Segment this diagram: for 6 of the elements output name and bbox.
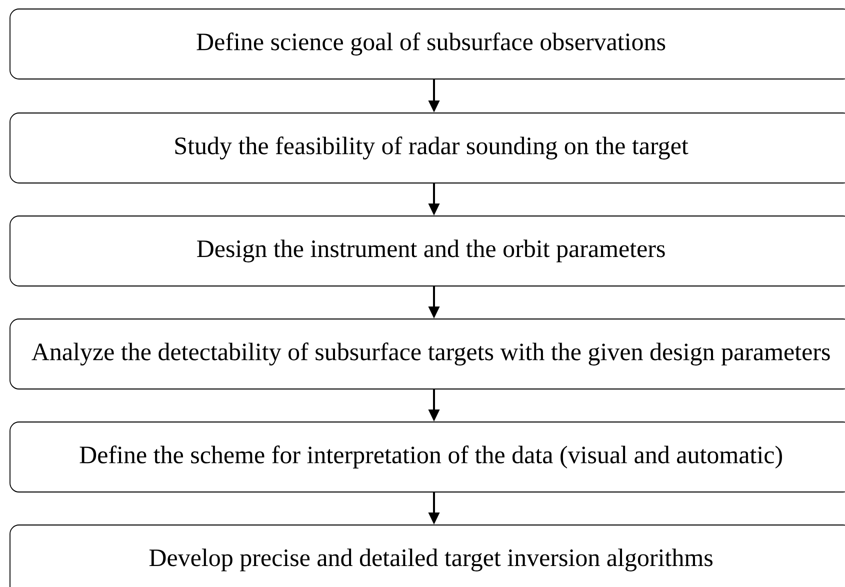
process-box: Define science goal of subsurface observations bbox=[10, 8, 845, 80]
process-box: Design the instrument and the orbit parameters bbox=[10, 216, 845, 286]
process-box: Analyze the detectability of subsurface targets with the given design parameters bbox=[10, 318, 845, 390]
process-box: Study the feasibility of radar sounding on the target bbox=[10, 112, 845, 184]
process-box: Define the scheme for interpretation of the data (visual and automatic) bbox=[10, 422, 845, 492]
process-box: Develop precise and detailed target inversion algorithms bbox=[10, 524, 845, 587]
